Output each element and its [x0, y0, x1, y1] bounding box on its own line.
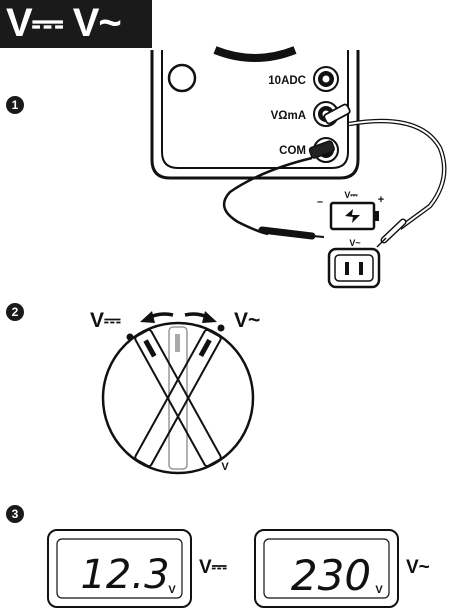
display-ac-reading: 230 — [291, 551, 371, 600]
jack-com-label: COM — [279, 145, 306, 157]
dial-pointer-center — [168, 326, 188, 470]
header-title: V⎓ V~ — [6, 1, 122, 45]
display-dc — [47, 529, 192, 608]
dial-bottom-mark: V — [221, 461, 229, 473]
battery-minus-sign: – — [317, 196, 323, 208]
battery-plus-sign: + — [378, 194, 384, 206]
header-banner: V⎓ V~ — [0, 0, 152, 48]
step-1-badge: 1 — [6, 96, 24, 114]
rotate-right-arrow-icon — [184, 311, 217, 323]
red-probe-lead — [323, 103, 447, 248]
outlet-ac-label: V~ — [349, 238, 360, 248]
dial-ac-label: V~ — [234, 309, 260, 332]
jack-vomma-label: VΩmA — [271, 110, 306, 122]
dial-dc-label: V⎓ — [90, 309, 121, 332]
dial-ac-dot — [217, 324, 225, 332]
step-3-badge: 3 — [6, 505, 24, 523]
dial-pointer-ac — [134, 328, 222, 468]
display-dc-mode: V⎓ — [199, 557, 227, 578]
jack-10adc-label: 10ADC — [268, 75, 306, 87]
display-ac-mode: V~ — [406, 557, 430, 578]
wall-outlet-icon — [327, 247, 381, 289]
dial-pointer-dc — [134, 328, 222, 468]
black-probe-lead — [222, 140, 335, 240]
display-dc-reading: 12.3 — [80, 552, 169, 598]
display-dc-unit: V — [168, 584, 176, 596]
battery-dc-label: V⎓ — [344, 190, 358, 200]
step-2-badge: 2 — [6, 303, 24, 321]
rotate-left-arrow-icon — [140, 311, 174, 323]
jack-10adc — [313, 66, 339, 92]
display-ac — [254, 529, 399, 608]
display-ac-unit: V — [375, 584, 383, 596]
hold-button — [167, 63, 197, 93]
battery-symbol — [329, 201, 379, 231]
